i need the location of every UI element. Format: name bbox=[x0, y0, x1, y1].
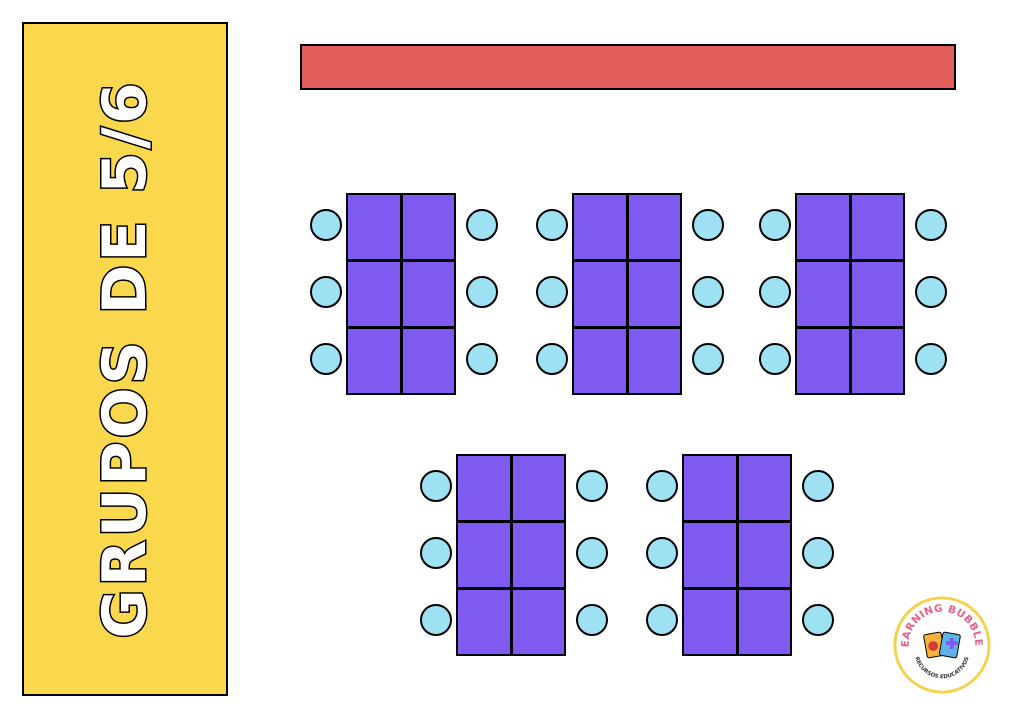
desk bbox=[512, 523, 564, 587]
desk bbox=[628, 195, 680, 259]
desk bbox=[458, 523, 510, 587]
desk bbox=[628, 262, 680, 326]
desk bbox=[851, 262, 903, 326]
desk bbox=[348, 262, 400, 326]
chair bbox=[466, 276, 498, 308]
table-group bbox=[646, 454, 842, 656]
chair bbox=[915, 209, 947, 241]
chair bbox=[576, 537, 608, 569]
desk bbox=[512, 590, 564, 654]
chair bbox=[759, 343, 791, 375]
desk bbox=[684, 523, 736, 587]
chair bbox=[536, 276, 568, 308]
chair bbox=[420, 604, 452, 636]
desk-cluster bbox=[456, 454, 566, 656]
desk bbox=[458, 590, 510, 654]
desk-cluster bbox=[682, 454, 792, 656]
chair bbox=[310, 209, 342, 241]
desk bbox=[738, 456, 790, 520]
chair bbox=[646, 537, 678, 569]
desk bbox=[797, 262, 849, 326]
chair bbox=[692, 276, 724, 308]
desk bbox=[348, 329, 400, 393]
chair bbox=[692, 209, 724, 241]
chair bbox=[646, 604, 678, 636]
desk bbox=[574, 195, 626, 259]
desk bbox=[512, 456, 564, 520]
page-title: GRUPOS DE 5/6 bbox=[89, 78, 162, 640]
chair bbox=[692, 343, 724, 375]
chair bbox=[310, 343, 342, 375]
desk bbox=[348, 195, 400, 259]
chair bbox=[576, 470, 608, 502]
puzzle-icon bbox=[945, 638, 958, 649]
chair bbox=[536, 343, 568, 375]
desk bbox=[628, 329, 680, 393]
desk bbox=[402, 195, 454, 259]
chair bbox=[466, 209, 498, 241]
desk bbox=[851, 195, 903, 259]
table-group bbox=[310, 193, 506, 395]
title-panel: GRUPOS DE 5/6 bbox=[22, 22, 228, 696]
chair bbox=[536, 209, 568, 241]
desk bbox=[851, 329, 903, 393]
chair bbox=[466, 343, 498, 375]
chair bbox=[915, 343, 947, 375]
table-group bbox=[420, 454, 616, 656]
chair bbox=[420, 537, 452, 569]
apple-icon bbox=[928, 641, 939, 651]
desk bbox=[797, 329, 849, 393]
chair bbox=[802, 470, 834, 502]
chair bbox=[646, 470, 678, 502]
desk-cluster bbox=[572, 193, 682, 395]
desk-cluster bbox=[795, 193, 905, 395]
desk-cluster bbox=[346, 193, 456, 395]
chair bbox=[759, 209, 791, 241]
chair bbox=[802, 604, 834, 636]
desk bbox=[458, 456, 510, 520]
brand-logo: LEARNING BUBBLES RECURSOS EDUCATIVOS bbox=[893, 596, 991, 694]
chair bbox=[310, 276, 342, 308]
desk bbox=[738, 523, 790, 587]
desk bbox=[574, 262, 626, 326]
desk bbox=[574, 329, 626, 393]
chair bbox=[576, 604, 608, 636]
chair bbox=[802, 537, 834, 569]
chair bbox=[759, 276, 791, 308]
whiteboard bbox=[300, 44, 956, 90]
chair bbox=[420, 470, 452, 502]
table-group bbox=[759, 193, 955, 395]
desk bbox=[402, 262, 454, 326]
table-group bbox=[536, 193, 732, 395]
desk bbox=[738, 590, 790, 654]
desk bbox=[684, 456, 736, 520]
desk bbox=[684, 590, 736, 654]
desk bbox=[797, 195, 849, 259]
chair bbox=[915, 276, 947, 308]
desk bbox=[402, 329, 454, 393]
